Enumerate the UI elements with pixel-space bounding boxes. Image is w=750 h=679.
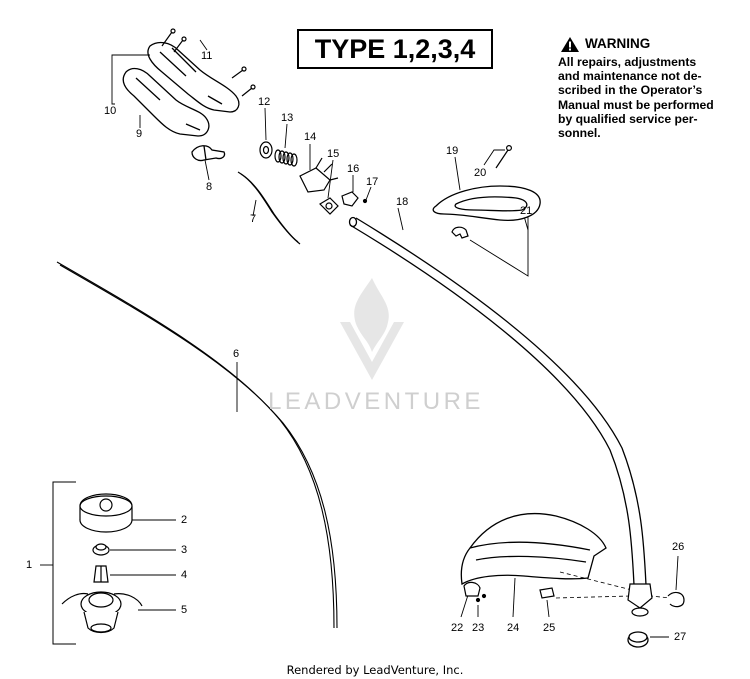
washer-12 (259, 141, 273, 159)
part-label-1: 1 (26, 559, 33, 571)
screw-23 (475, 593, 487, 603)
part-label-25: 25 (543, 622, 556, 634)
part-label-13: 13 (281, 112, 294, 124)
nut-16 (341, 191, 359, 207)
warning-line: Manual must be performed (558, 97, 714, 112)
screw-11-set (161, 28, 256, 97)
part-label-20: 20 (474, 167, 487, 179)
screw-20 (495, 145, 513, 169)
warning-line: scribed in the Operator’s (558, 83, 703, 98)
warning-line: sonnel. (558, 126, 601, 141)
part-label-9: 9 (136, 128, 143, 140)
clamp-14 (299, 157, 339, 193)
part-label-11: 11 (201, 50, 213, 62)
spool-5 (61, 591, 143, 634)
clip-26 (667, 591, 685, 608)
bushing-15 (319, 197, 339, 215)
warning-line: by qualified service per- (558, 111, 698, 126)
gear-head (627, 583, 653, 617)
spring-13 (274, 149, 298, 167)
part-label-27: 27 (674, 631, 687, 643)
watermark-logo (340, 278, 404, 380)
blade-22 (463, 581, 481, 597)
part-label-6: 6 (233, 348, 240, 360)
part-label-24: 24 (507, 622, 520, 634)
part-label-21: 21 (520, 205, 533, 217)
nut-27 (627, 631, 649, 648)
warning-line: All repairs, adjustments (558, 55, 697, 69)
alignment-lines (555, 571, 671, 599)
footer-credit: Rendered by LeadVenture, Inc. (286, 663, 464, 677)
part-label-22: 22 (451, 622, 464, 634)
part-label-14: 14 (304, 131, 317, 143)
handle-half-10 (147, 41, 240, 113)
loop-handle-19 (432, 185, 541, 222)
cap-2 (79, 493, 133, 533)
type-title: TYPE 1,2,3,4 (297, 29, 493, 69)
eyelet-4 (93, 565, 109, 583)
part-label-16: 16 (347, 163, 360, 175)
part-label-10: 10 (104, 105, 117, 117)
part-label-8: 8 (206, 181, 213, 193)
part-label-5: 5 (181, 604, 188, 616)
handle-half-9 (122, 67, 210, 137)
clamp-21 (451, 226, 469, 239)
debris-shield-24 (460, 512, 607, 586)
cable-7 (237, 171, 301, 245)
warning-title: WARNING (585, 36, 651, 52)
leader-lines (40, 39, 679, 638)
trimmer-head-group (52, 481, 76, 645)
bearing-3 (92, 543, 110, 556)
part-label-2: 2 (181, 514, 188, 526)
part-label-3: 3 (181, 544, 188, 556)
drive-tube-18 (348, 216, 647, 586)
pin-17 (362, 198, 368, 204)
drive-shaft-6 (56, 261, 338, 629)
warning-line: and maintenance not de- (558, 69, 702, 84)
part-label-26: 26 (672, 541, 685, 553)
part-label-12: 12 (258, 96, 271, 108)
part-label-19: 19 (446, 145, 459, 157)
warning-notice: WARNING All repairs, adjustments and mai… (558, 36, 748, 140)
part-label-18: 18 (396, 196, 409, 208)
watermark-text: LEADVENTURE (268, 388, 484, 415)
part-label-4: 4 (181, 569, 188, 581)
part-label-17: 17 (366, 176, 379, 188)
part-label-7: 7 (250, 213, 257, 225)
bracket-25 (539, 587, 555, 599)
warning-triangle-icon (561, 37, 579, 52)
part-label-15: 15 (327, 148, 340, 160)
part-label-23: 23 (472, 622, 485, 634)
clip-8 (191, 145, 226, 162)
